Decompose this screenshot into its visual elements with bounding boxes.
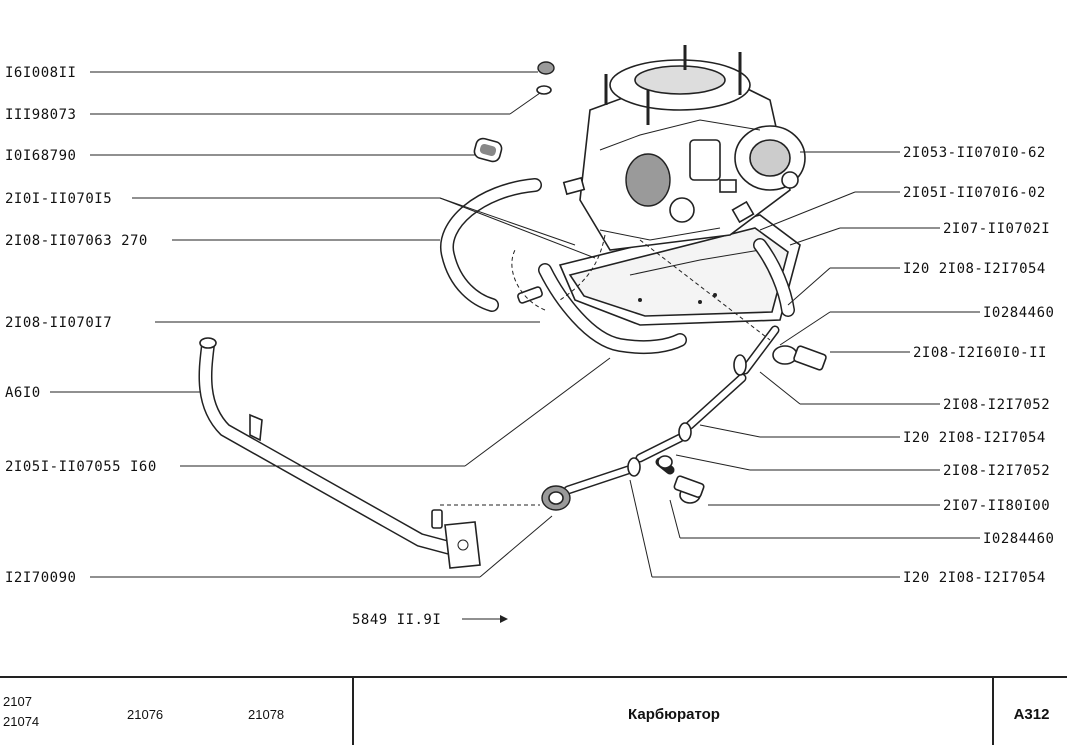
label-part-21051-1107055: 2I05I-II07055 I60 — [5, 459, 157, 475]
label-part-21053-1107010: 2I053-II070I0-62 — [903, 145, 1046, 161]
label-part-2108-1216010: 2I08-I2I60I0-II — [913, 345, 1047, 361]
leader-lines — [50, 71, 980, 623]
label-part-10284460-a: I0284460 — [983, 305, 1054, 321]
drawing-stamp: 5849 II.9I — [352, 612, 441, 628]
label-part-120-2108-1217054-b: I20 2I08-I2I7054 — [903, 430, 1046, 446]
label-part-16100811: I6I008II — [5, 65, 76, 81]
label-part-2107-1107021: 2I07-II0702I — [943, 221, 1050, 237]
carburetor-exploded-diagram: I6I008II III98073 I0I68790 2I0I-II070I5 … — [5, 45, 1054, 628]
label-part-2108-1107017: 2I08-II070I7 — [5, 315, 112, 331]
label-part-10168790: I0I68790 — [5, 148, 76, 164]
page-code: А312 — [1013, 706, 1050, 723]
label-part-11198073: III98073 — [5, 107, 76, 123]
valves-and-fittings — [517, 286, 827, 511]
divider — [352, 678, 354, 745]
label-part-120-2108-1217054-c: I20 2I08-I2I7054 — [903, 570, 1046, 586]
hose-clamp — [473, 137, 503, 163]
pipe-a610 — [198, 337, 481, 569]
hoses — [440, 178, 795, 495]
label-part-10284460-b: I0284460 — [983, 531, 1054, 547]
label-part-21051-1107016: 2I05I-II070I6-02 — [903, 185, 1046, 201]
divider — [992, 678, 994, 745]
label-part-2108-1217052-a: 2I08-I2I7052 — [943, 397, 1050, 413]
nut-and-washer — [536, 61, 555, 95]
label-part-2107-1180100: 2I07-II80I00 — [943, 498, 1050, 514]
model-21076: 21076 — [127, 707, 164, 722]
label-part-a610: A6I0 — [5, 385, 41, 401]
page-title: Карбюратор — [628, 706, 720, 723]
label-part-12170090: I2I70090 — [5, 570, 76, 586]
label-part-2101-1107015: 2I0I-II070I5 — [5, 191, 112, 207]
label-part-120-2108-1217054-a: I20 2I08-I2I7054 — [903, 261, 1046, 277]
model-21074: 21074 — [3, 714, 40, 729]
title-block: 2107 21074 21076 21078 Карбюратор А312 — [0, 676, 1067, 745]
label-part-2108-1107063: 2I08-II07063 270 — [5, 233, 148, 249]
model-21078: 21078 — [248, 707, 285, 722]
label-part-2108-1217052-b: 2I08-I2I7052 — [943, 463, 1050, 479]
model-2107: 2107 — [3, 694, 32, 709]
carburetor-assembly — [558, 45, 806, 326]
dashed-guides — [440, 234, 771, 506]
